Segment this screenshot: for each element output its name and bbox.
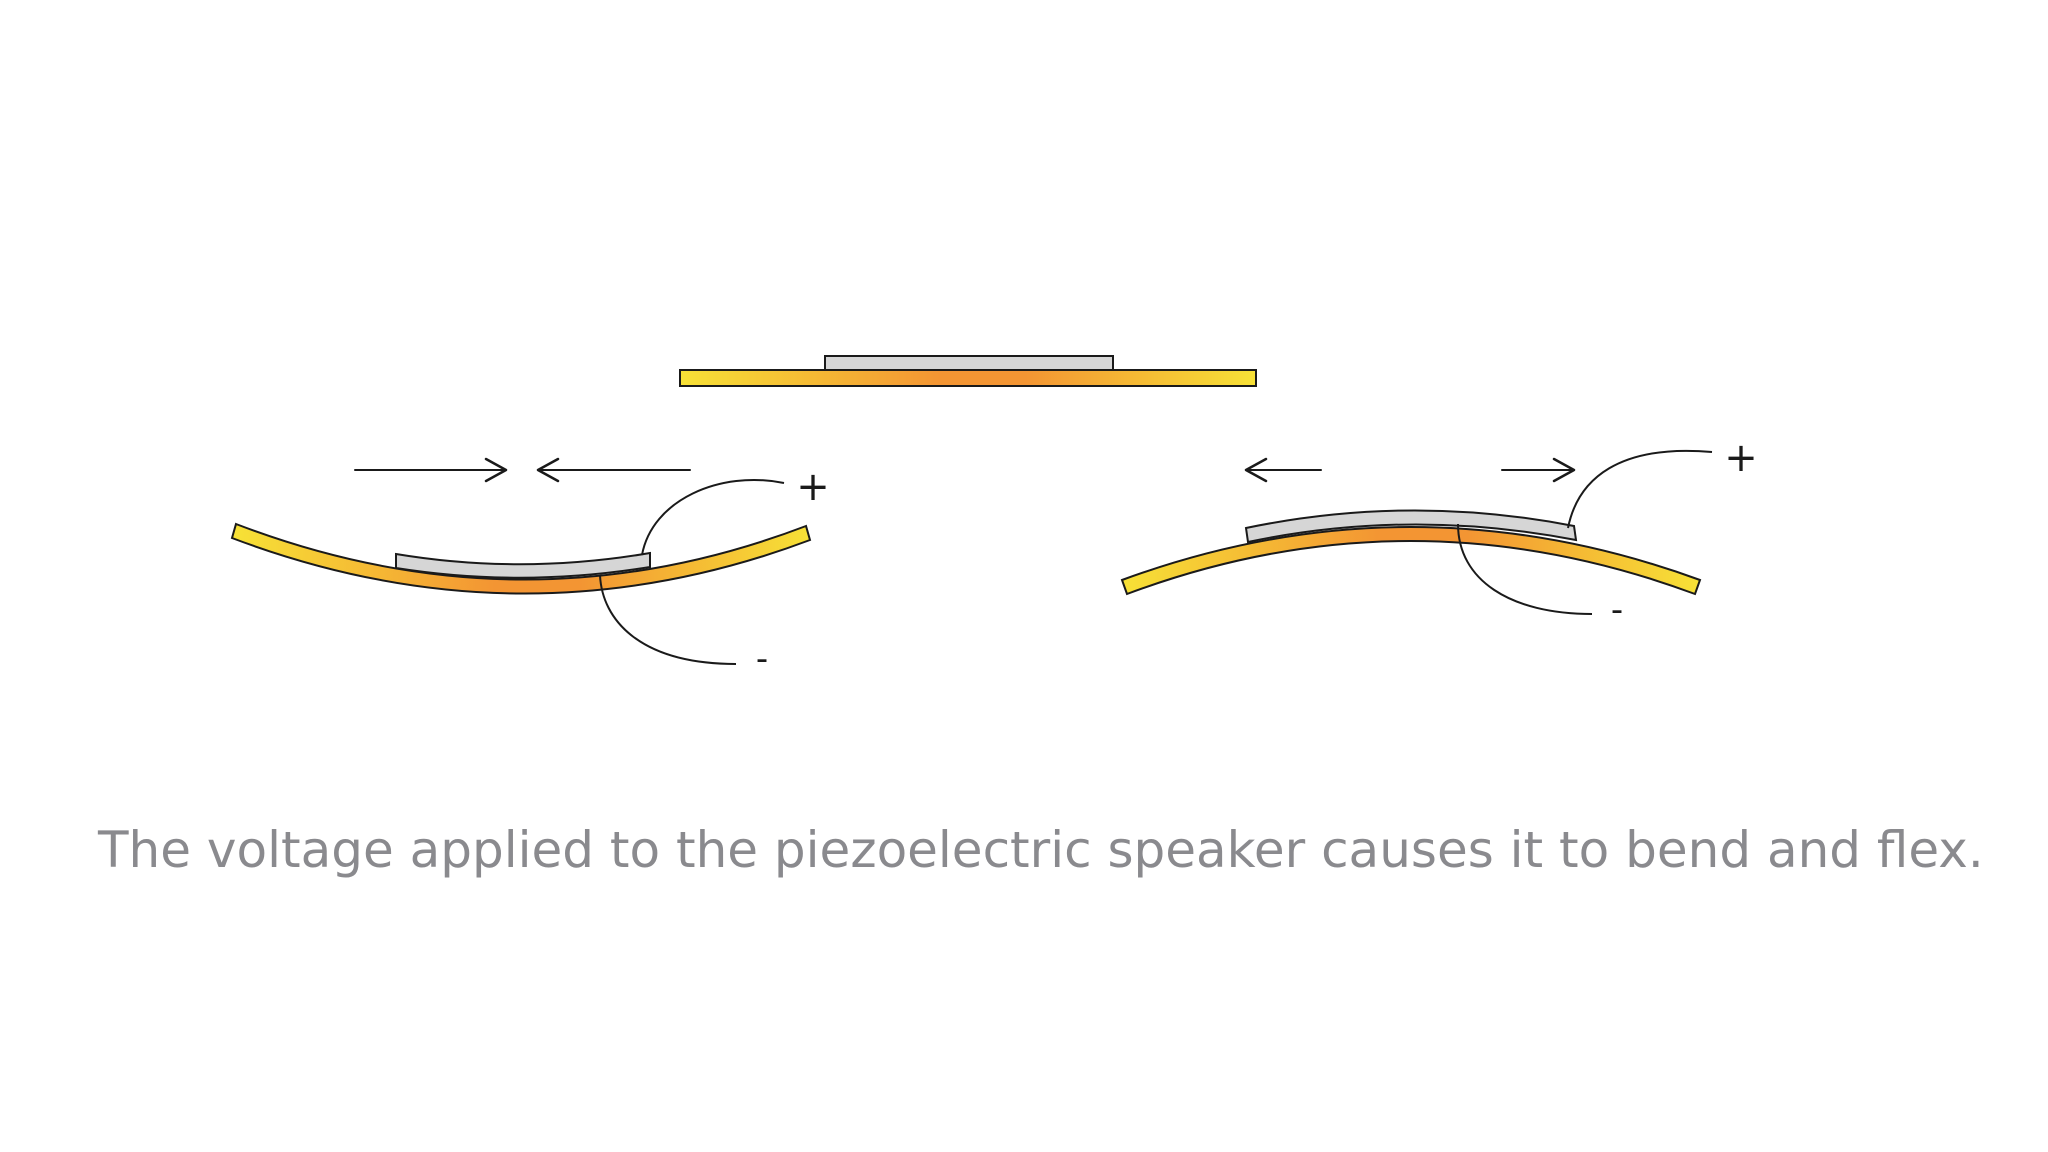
- negative-wire: [1457, 523, 1593, 615]
- disc-bent-up: + -: [1120, 435, 1758, 630]
- metal-disc: [1120, 526, 1702, 596]
- arrow-right-icon: [1501, 457, 1576, 483]
- ceramic-layer: [824, 355, 1114, 371]
- positive-terminal-label: +: [1724, 435, 1758, 481]
- negative-terminal-label: -: [756, 639, 768, 679]
- diagram-caption: The voltage applied to the piezoelectric…: [98, 821, 1984, 879]
- ceramic-layer: [1244, 509, 1578, 544]
- positive-wire: [1567, 449, 1713, 529]
- positive-wire: [641, 479, 785, 556]
- negative-terminal-label: -: [1611, 590, 1623, 630]
- disc-rest: [679, 355, 1257, 387]
- ceramic-layer: [395, 551, 651, 579]
- positive-terminal-label: +: [796, 464, 830, 510]
- arrow-left-icon: [536, 457, 691, 483]
- arrow-right-icon: [354, 457, 508, 483]
- metal-disc: [230, 522, 812, 595]
- metal-disc: [679, 369, 1257, 387]
- disc-bent-down: + -: [230, 457, 830, 679]
- negative-wire: [599, 574, 737, 665]
- arrow-left-icon: [1244, 457, 1322, 483]
